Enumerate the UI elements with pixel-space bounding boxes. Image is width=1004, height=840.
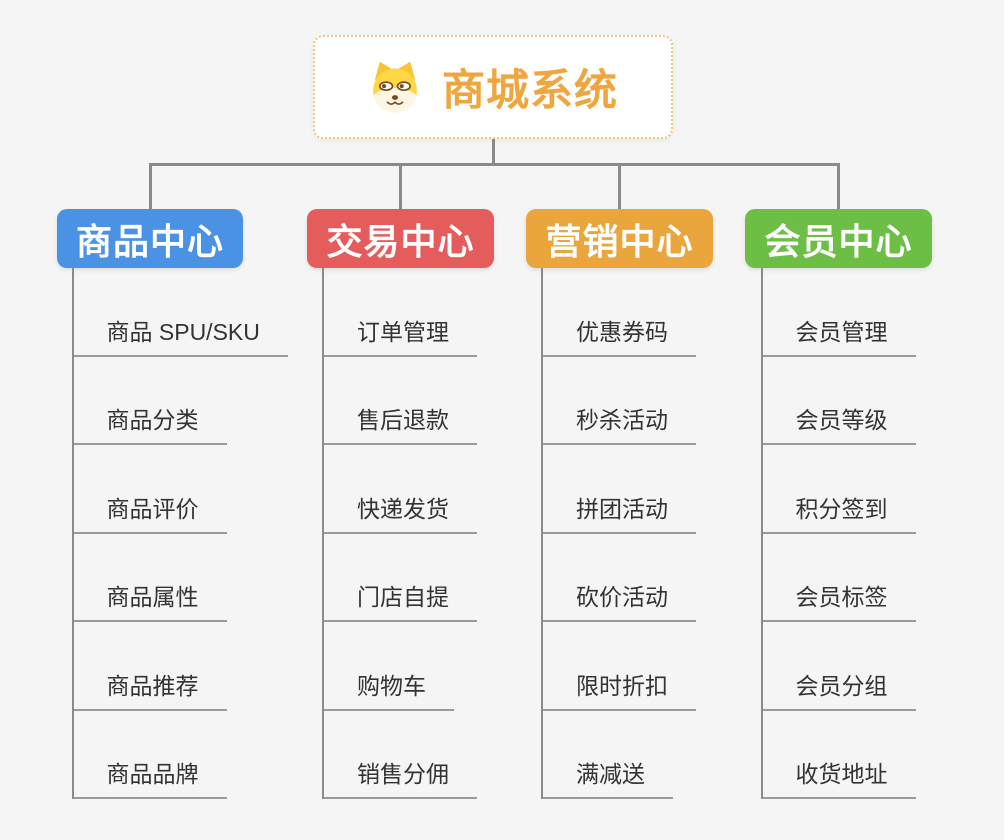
leaf-node[interactable]: 满减送 (543, 711, 696, 799)
branch-node-marketing-center[interactable]: 营销中心 (526, 209, 713, 268)
branch-node-member-center[interactable]: 会员中心 (745, 209, 932, 268)
leaf-node[interactable]: 商品品牌 (73, 711, 288, 799)
leaf-list-marketing-center: 优惠券码 秒杀活动 拼团活动 砍价活动 限时折扣 满减送 (541, 268, 696, 799)
leaf-node[interactable]: 拼团活动 (543, 445, 696, 534)
connector-drop-marketing (618, 163, 621, 209)
connector-drop-member (837, 163, 840, 209)
leaf-node[interactable]: 限时折扣 (543, 622, 696, 711)
leaf-node[interactable]: 收货地址 (762, 711, 916, 799)
connector-drop-product (148, 163, 152, 209)
leaf-node[interactable]: 商品推荐 (73, 622, 288, 711)
root-node[interactable]: 商城系统 (313, 35, 673, 139)
connector-drop-trade (399, 163, 402, 209)
leaf-node[interactable]: 售后退款 (324, 357, 477, 445)
leaf-node[interactable]: 积分签到 (762, 445, 916, 534)
leaf-node[interactable]: 优惠券码 (543, 268, 696, 357)
leaf-node[interactable]: 砍价活动 (543, 534, 696, 622)
leaf-node[interactable]: 快递发货 (324, 445, 477, 534)
connector-bus (148, 163, 840, 166)
leaf-node[interactable]: 会员标签 (762, 534, 916, 622)
leaf-list-product-center: 商品 SPU/SKU 商品分类 商品评价 商品属性 商品推荐 商品品牌 (71, 268, 288, 799)
leaf-list-member-center: 会员管理 会员等级 积分签到 会员标签 会员分组 收货地址 (760, 268, 916, 799)
leaf-node[interactable]: 销售分佣 (324, 711, 477, 799)
leaf-node[interactable]: 门店自提 (324, 534, 477, 622)
leaf-list-trade-center: 订单管理 售后退款 快递发货 门店自提 购物车 销售分佣 (322, 268, 477, 799)
leaf-node[interactable]: 购物车 (324, 622, 477, 711)
leaf-node[interactable]: 订单管理 (324, 268, 477, 357)
connector-root-stem (491, 139, 495, 163)
branch-node-trade-center[interactable]: 交易中心 (307, 209, 494, 268)
root-node-title: 商城系统 (442, 67, 618, 115)
leaf-node[interactable]: 商品属性 (73, 534, 288, 622)
leaf-node[interactable]: 秒杀活动 (543, 357, 696, 445)
leaf-node[interactable]: 会员等级 (762, 357, 916, 445)
leaf-node[interactable]: 商品 SPU/SKU (73, 268, 288, 357)
leaf-node[interactable]: 会员分组 (762, 622, 916, 711)
leaf-node[interactable]: 商品分类 (73, 357, 288, 445)
shiba-dog-icon (373, 61, 417, 113)
leaf-node[interactable]: 商品评价 (73, 445, 288, 534)
branch-node-product-center[interactable]: 商品中心 (57, 209, 243, 268)
leaf-node[interactable]: 会员管理 (762, 268, 916, 357)
